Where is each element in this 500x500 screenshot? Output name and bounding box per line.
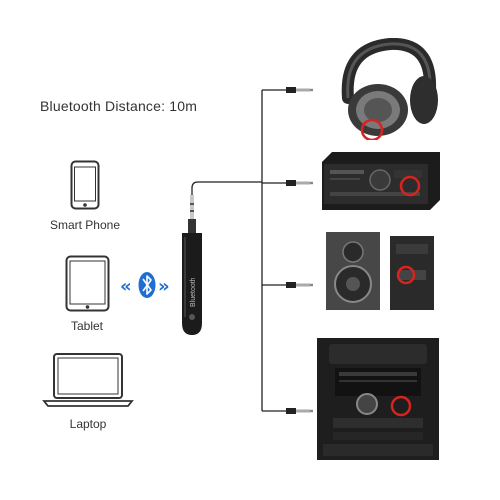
headphones-icon: [341, 38, 438, 140]
audio-jack-icon: [286, 180, 313, 186]
smartphone-icon: [70, 160, 100, 210]
bluetooth-receiver: Bluetooth: [182, 195, 202, 335]
svg-text:Bluetooth: Bluetooth: [190, 277, 197, 307]
audio-jack-icon: [286, 87, 313, 93]
bluetooth-icon: « »: [120, 272, 170, 298]
speaker-icon: [326, 232, 434, 310]
laptop-icon: [42, 353, 134, 407]
car-dashboard-icon: [317, 338, 439, 460]
audio-jack-icon: [286, 282, 313, 288]
bluetooth-distance-text: Bluetooth Distance: 10m: [40, 98, 198, 114]
svg-text:«: «: [120, 276, 132, 297]
amplifier-icon: [322, 152, 440, 210]
source-label-smart-phone: Smart Phone: [49, 218, 121, 232]
audio-jack-icon: [286, 408, 313, 414]
svg-text:»: »: [158, 276, 170, 297]
tablet-icon: [65, 255, 110, 312]
source-label-laptop: Laptop: [69, 417, 107, 431]
source-label-tablet: Tablet: [70, 319, 104, 333]
